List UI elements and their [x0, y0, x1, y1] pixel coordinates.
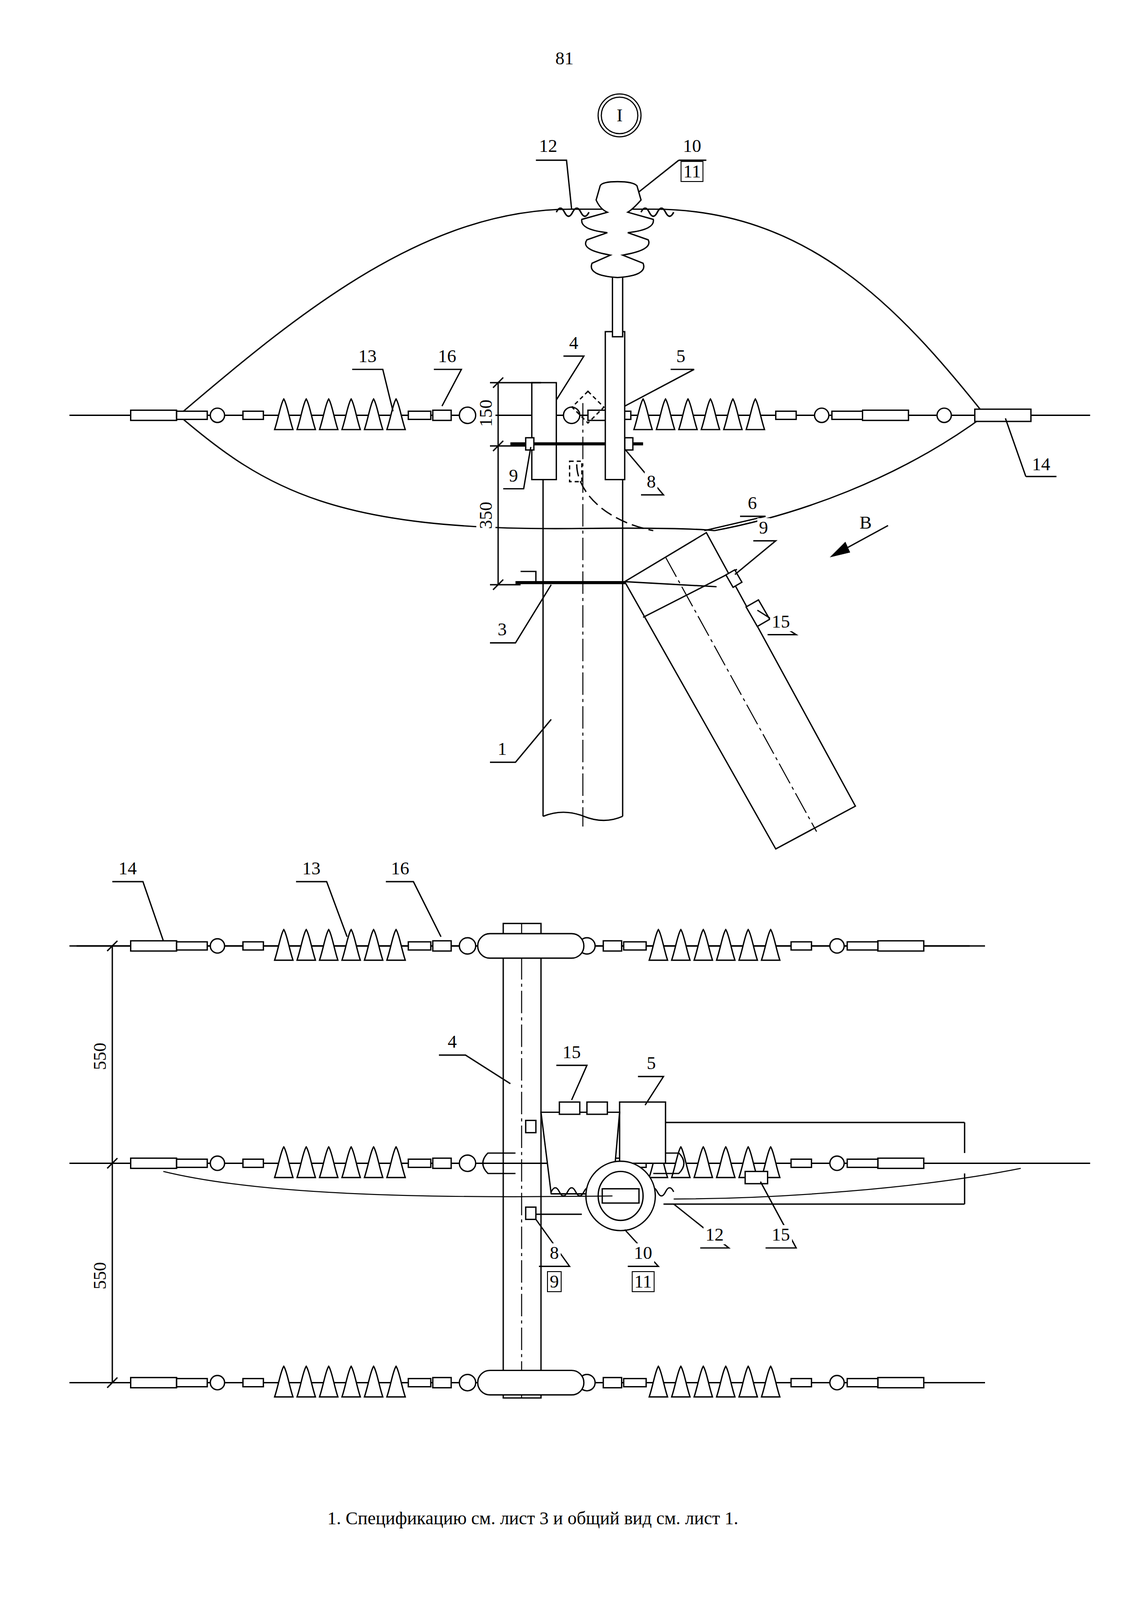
callout-number: 550	[90, 1260, 110, 1292]
callout-number: 11	[680, 161, 704, 183]
view-marker-circle: I	[596, 92, 643, 139]
callout-number: 15	[560, 1042, 583, 1063]
callout-number: 16	[436, 346, 459, 366]
callout-number: 4	[567, 333, 580, 353]
callout-number: 12	[536, 136, 559, 156]
view-marker: I	[616, 104, 623, 126]
callout-number: 9	[757, 518, 771, 538]
callout-number: 15	[770, 1225, 793, 1245]
callout-number: 5	[644, 1053, 658, 1074]
callout-number: 13	[300, 859, 323, 879]
callout-number: 12	[703, 1225, 726, 1245]
callout-number: 81	[553, 48, 576, 68]
callout-number: 10	[632, 1243, 655, 1263]
callout-number: 8	[644, 472, 658, 492]
callout-number: 11	[631, 1271, 655, 1293]
brace	[624, 532, 856, 850]
callout-number: 150	[476, 397, 496, 429]
caption-note: 1. Спецификацию см. лист 3 и общий вид с…	[325, 1509, 741, 1529]
callout-number: 15	[770, 612, 793, 632]
callout-number: 14	[116, 859, 139, 879]
callout-number: 10	[681, 136, 704, 156]
callout-number: 350	[476, 500, 496, 532]
callout-number: 9	[547, 1271, 562, 1293]
callout-number: 13	[356, 346, 379, 366]
callout-number: 5	[674, 346, 688, 366]
callout-number: 8	[547, 1243, 561, 1263]
callout-number: 1	[495, 739, 509, 759]
callout-number: 3	[495, 620, 509, 640]
callout-number: 9	[506, 466, 520, 486]
callout-number: 16	[389, 859, 412, 879]
traverse	[503, 923, 542, 1399]
callout-number: 550	[90, 1041, 110, 1073]
callout-number: B	[857, 513, 874, 533]
pin-insulator	[581, 181, 654, 278]
callout-number: 4	[445, 1032, 459, 1052]
callout-number: 14	[1030, 454, 1053, 475]
jumper-upper	[178, 209, 986, 416]
callout-number: 6	[745, 493, 759, 513]
